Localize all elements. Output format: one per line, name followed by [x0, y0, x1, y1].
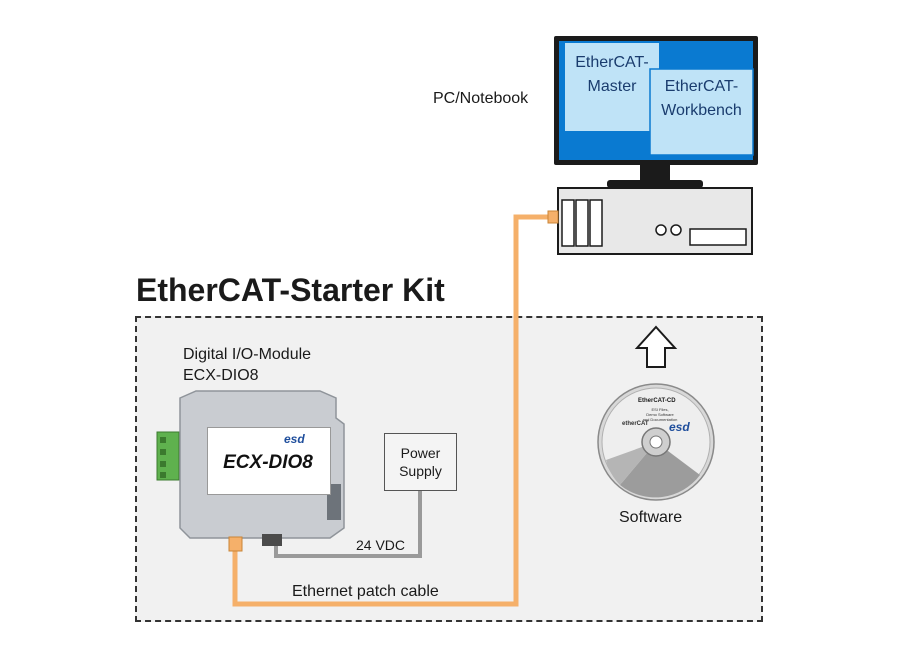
- ethernet-plug-module: [228, 536, 243, 552]
- cd-title: EtherCAT-CD: [638, 398, 676, 404]
- software-label: Software: [619, 509, 683, 526]
- master-window: EtherCAT- Master: [565, 51, 659, 99]
- module-caption-line1: Digital I/O-Module: [183, 346, 312, 363]
- esd-logo: esd: [284, 432, 305, 446]
- power-supply-line2: Supply: [399, 463, 442, 479]
- ethernet-plug-pc: [547, 210, 559, 224]
- master-line2: Master: [587, 78, 637, 95]
- software-cd: [597, 383, 715, 501]
- cd-brand: etherCAT: [622, 421, 649, 427]
- module-faceplate: [207, 427, 331, 495]
- power-supply-box: Power Supply: [384, 433, 457, 491]
- cd-esd-logo: esd: [669, 420, 690, 434]
- pc-notebook-label: PC/Notebook: [433, 90, 529, 107]
- workbench-line1: EtherCAT-: [664, 78, 739, 95]
- power-supply-line1: Power: [400, 445, 441, 461]
- cd-line-1: ESI Files,: [651, 407, 669, 412]
- master-line1: EtherCAT-: [575, 54, 649, 71]
- voltage-label: 24 VDC: [356, 537, 406, 553]
- workbench-line2: Workbench: [661, 102, 742, 119]
- cd-description: ESI Files, Demo Software and Documentati…: [636, 407, 684, 422]
- ethernet-cable-label: Ethernet patch cable: [292, 583, 439, 600]
- workbench-window: EtherCAT- Workbench: [650, 75, 753, 123]
- cd-line-3: and Documentation: [642, 417, 678, 422]
- monitor: [554, 36, 758, 188]
- cd-line-2: Demo Software: [646, 412, 674, 417]
- module-caption-line2: ECX-DIO8: [183, 367, 259, 384]
- pc-tower: [557, 187, 753, 255]
- up-arrow: [634, 325, 678, 368]
- module-name: ECX-DIO8: [223, 452, 313, 473]
- ethernet-cable: [232, 214, 556, 607]
- kit-title: EtherCAT-Starter Kit: [136, 272, 445, 308]
